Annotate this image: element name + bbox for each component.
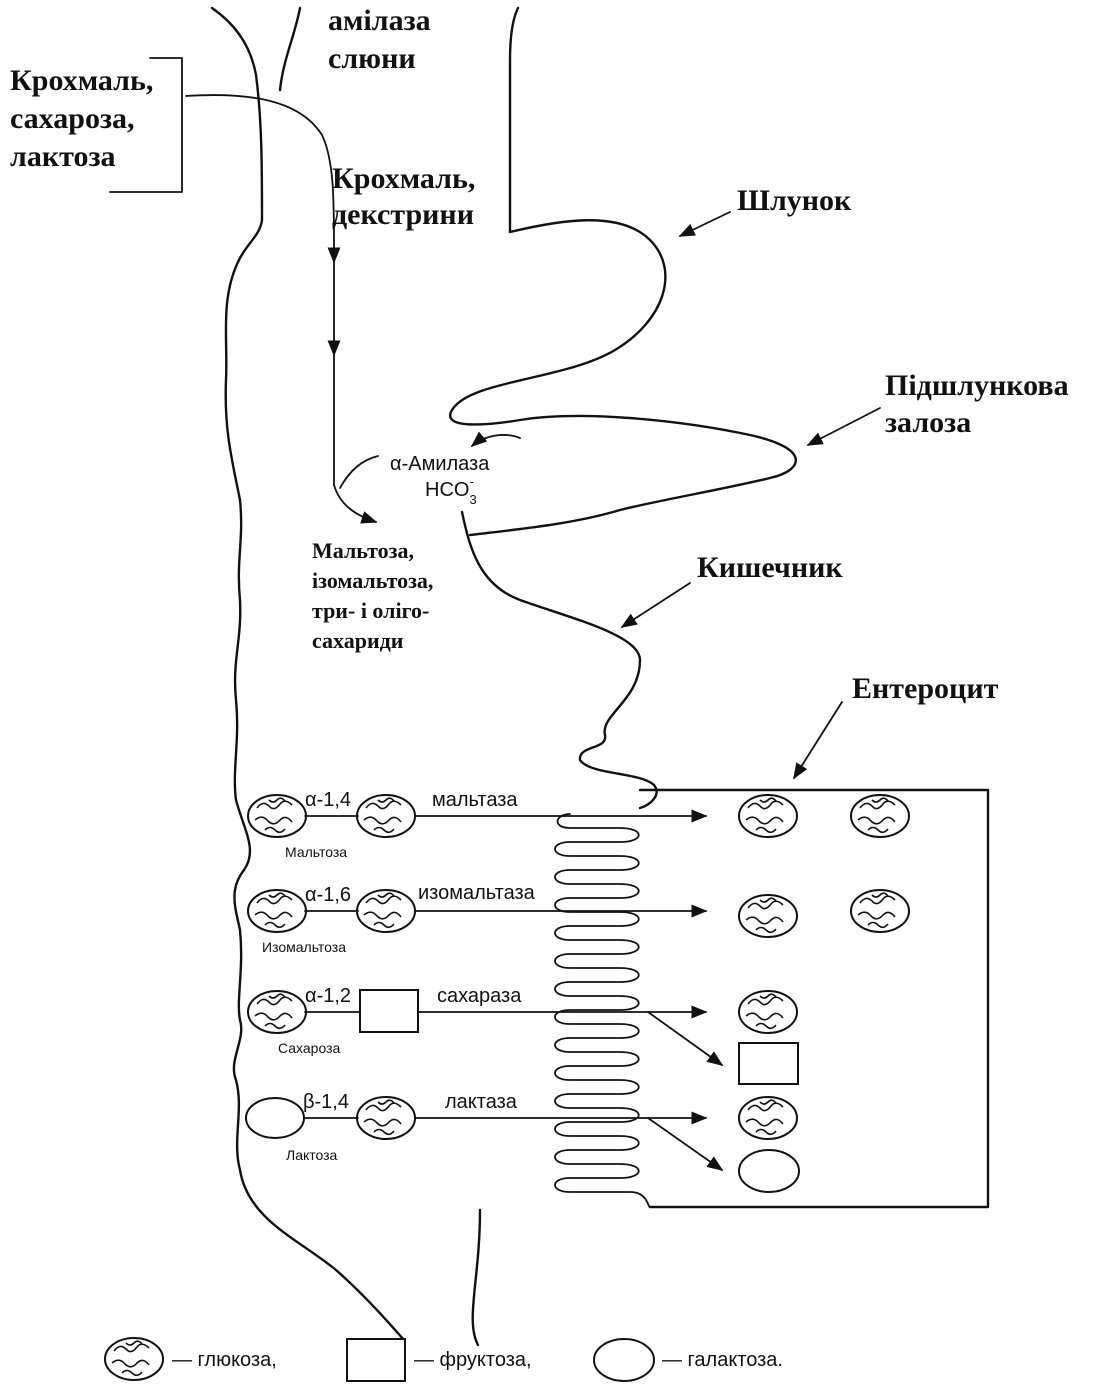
glucose-icon [248, 795, 306, 837]
legend-fructose-icon [347, 1339, 405, 1381]
products-label-3: три- і оліго- [312, 598, 429, 623]
glucose-icon [357, 795, 415, 837]
galactose-icon [739, 1150, 799, 1192]
bond-label: α-1,4 [305, 789, 351, 811]
sugar-name: Мальтоза [285, 844, 347, 860]
stomach-label: Шлунок [737, 184, 852, 217]
glucose-icon [248, 991, 306, 1033]
stomach-arrow [680, 212, 730, 236]
glucose-icon [357, 1097, 415, 1139]
galactose-icon [246, 1098, 304, 1138]
reaction-sucrose: α-1,2 Сахароза сахараза [248, 985, 798, 1084]
glucose-icon [851, 890, 909, 932]
mid-label-2: декстрини [332, 198, 474, 231]
products-label-4: сахариди [312, 628, 404, 653]
bond-label: β-1,4 [303, 1091, 349, 1113]
legend-galactose-icon [594, 1339, 654, 1381]
intestine-label: Кишечник [697, 551, 843, 584]
saliva-amylase-label-1: амілаза [328, 4, 431, 37]
amylase-join-curve [340, 456, 378, 488]
glucose-icon [739, 1097, 797, 1139]
glucose-icon [739, 795, 797, 837]
glucose-icon [739, 895, 797, 937]
pancreas-label-2: залоза [885, 406, 971, 439]
fructose-icon [739, 1043, 798, 1084]
legend-glucose-label: — глюкоза, [172, 1349, 277, 1371]
bond-label: α-1,2 [305, 985, 351, 1007]
glucose-icon [739, 991, 797, 1033]
saliva-amylase-label-2: слюни [328, 42, 416, 75]
stomach-outline [450, 220, 796, 535]
enterocyte-arrow [794, 702, 842, 778]
mid-label-1: Крохмаль, [332, 162, 475, 195]
bicarbonate-label: HCO3- [425, 474, 477, 507]
legend-glucose-icon [105, 1338, 163, 1380]
legend: — глюкоза, — фруктоза, — галактоза. [105, 1338, 783, 1381]
reaction-maltose: α-1,4 Мальтоза мальтаза [248, 789, 909, 860]
reaction-lactose: β-1,4 Лактоза лактаза [246, 1091, 799, 1192]
sugar-name: Сахароза [278, 1040, 341, 1056]
legend-galactose-label: — галактоза. [662, 1349, 783, 1371]
pancreas-label-1: Підшлункова [885, 369, 1069, 402]
reaction-branch-arrow [648, 1012, 722, 1065]
glucose-icon [248, 890, 306, 932]
enzyme-label: изомальтаза [418, 882, 536, 904]
enterocyte-box [640, 790, 988, 1207]
input-label-1: Крохмаль, [10, 64, 153, 97]
enzyme-label: мальтаза [432, 789, 518, 811]
reaction-branch-arrow [648, 1118, 722, 1170]
pancreas-arrow [808, 408, 880, 445]
glucose-icon [851, 795, 909, 837]
products-label-2: ізомальтоза, [312, 568, 433, 593]
sugar-name: Лактоза [286, 1147, 338, 1163]
sugar-name: Изомальтоза [262, 939, 346, 955]
products-label-1: Мальтоза, [312, 538, 414, 563]
enterocyte-label: Ентероцит [852, 672, 999, 705]
products-arrow [334, 485, 376, 522]
fructose-icon [360, 990, 418, 1032]
input-label-3: лактоза [10, 140, 116, 173]
enzyme-label: лактаза [445, 1091, 518, 1113]
reaction-isomaltose: α-1,6 Изомальтоза изомальтаза [248, 882, 909, 955]
legend-fructose-label: — фруктоза, [414, 1349, 532, 1371]
intestine-arrow [622, 583, 690, 627]
microvilli [555, 814, 650, 1207]
enzyme-label: сахараза [437, 985, 522, 1007]
alpha-amylase-label: α-Амилаза [390, 453, 490, 475]
amylase-secretion-arrow [472, 435, 520, 446]
input-label-2: сахароза, [10, 102, 135, 135]
glucose-icon [357, 890, 415, 932]
bond-label: α-1,6 [305, 884, 351, 906]
